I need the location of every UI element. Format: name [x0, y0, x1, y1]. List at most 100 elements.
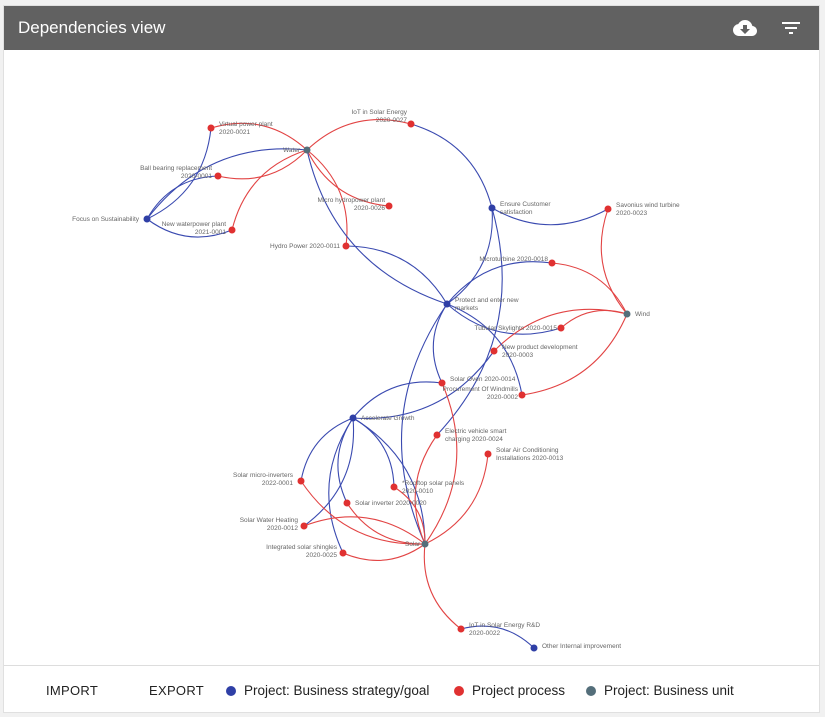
node-dot[interactable] [228, 226, 236, 234]
node-dot[interactable] [339, 549, 347, 557]
node-dot[interactable] [548, 259, 556, 267]
node-dot[interactable] [433, 431, 441, 439]
graph-edge [560, 309, 628, 329]
node-label: Solar Oven 2020-0014 [450, 376, 516, 383]
graph-edge [600, 208, 628, 315]
node-label: IoT in Solar Energy [351, 109, 407, 116]
graph-node-solar-oven[interactable]: Solar Oven 2020-0014 [438, 376, 516, 387]
node-dot[interactable] [604, 205, 612, 213]
node-dot[interactable] [214, 172, 222, 180]
node-dot[interactable] [421, 540, 429, 548]
graph-edge [342, 543, 426, 561]
graph-edge [432, 303, 448, 384]
node-label: Wind [635, 311, 650, 318]
node-label: Tubular Skylights 2020-0015 [474, 325, 557, 332]
node-label: Micro hydropower plant [317, 197, 385, 204]
graph-edge [346, 502, 426, 545]
graph-edge [424, 453, 489, 545]
export-button[interactable]: EXPORT [149, 683, 205, 698]
graph-node-solar[interactable]: Solar [405, 540, 429, 549]
node-label: Other Internal improvement [542, 643, 621, 650]
import-button[interactable]: IMPORT [46, 683, 99, 698]
graph-edge [231, 149, 308, 231]
filter-list-icon[interactable] [779, 16, 803, 40]
node-label: 2020-0023 [616, 210, 647, 217]
cloud-download-icon[interactable] [733, 16, 757, 40]
node-dot[interactable] [407, 120, 415, 128]
node-dot[interactable] [443, 300, 451, 308]
graph-edge [300, 480, 426, 545]
node-label: 2021-0001 [195, 229, 226, 236]
node-dot[interactable] [207, 124, 215, 132]
graph-edge [210, 122, 308, 151]
graph-node-solar-inv[interactable]: Solar inverter 2020-0020 [343, 499, 427, 508]
node-label: 2020-0010 [402, 488, 433, 495]
node-dot[interactable] [297, 477, 305, 485]
page-title: Dependencies view [18, 18, 166, 37]
node-label: Procurement Of Windmills [443, 386, 519, 393]
node-dot[interactable] [303, 146, 311, 154]
node-dot[interactable] [390, 483, 398, 491]
node-dot[interactable] [457, 625, 465, 633]
graph-node-focus[interactable]: Focus on Sustainability [72, 215, 151, 224]
graph-node-microturbine[interactable]: Microturbine 2020-0018 [479, 256, 556, 267]
node-dot[interactable] [488, 204, 496, 212]
graph-edge [300, 417, 354, 482]
graph-node-water[interactable]: Water [283, 146, 311, 155]
node-dot[interactable] [623, 310, 631, 318]
graph-node-other[interactable]: Other Internal improvement [530, 643, 622, 652]
node-dot[interactable] [300, 522, 308, 530]
graph-edge [352, 350, 495, 420]
legend-label-business-goal: Project: Business strategy/goal [244, 683, 430, 698]
node-dot[interactable] [557, 324, 565, 332]
node-dot[interactable] [438, 379, 446, 387]
node-dot[interactable] [143, 215, 151, 223]
node-label: Water [283, 147, 301, 154]
node-dot[interactable] [342, 242, 350, 250]
legend-item-business-unit: Project: Business unit [586, 683, 734, 698]
node-label: Virtual power plant [219, 121, 273, 128]
graph-node-wind[interactable]: Wind [623, 310, 651, 319]
node-label: Solar [405, 541, 421, 548]
node-label: 2020-0003 [502, 352, 533, 359]
node-dot[interactable] [530, 644, 538, 652]
node-dot[interactable] [518, 391, 526, 399]
node-dot[interactable] [349, 414, 357, 422]
graph-edge [306, 149, 448, 305]
node-dot[interactable] [385, 202, 393, 210]
graph-node-hydro[interactable]: Hydro Power 2020-0011 [270, 242, 350, 251]
node-dot[interactable] [484, 450, 492, 458]
graph-node-tubular[interactable]: Tubular Skylights 2020-0015 [474, 324, 565, 333]
node-label: satisfaction [500, 209, 533, 216]
graph-edge [446, 303, 523, 396]
node-label: New waterpower plant [162, 221, 227, 228]
graph-edge [352, 417, 426, 545]
node-dot[interactable] [490, 347, 498, 355]
graph-edge [352, 417, 395, 488]
graph-edge [345, 245, 448, 305]
node-label: 2020-0021 [219, 129, 250, 136]
graph-node-accel[interactable]: Accelerate Growth [349, 414, 415, 423]
graph-edge [303, 516, 426, 545]
node-dot[interactable] [343, 499, 351, 507]
node-label: Ensure Customer [500, 201, 551, 208]
